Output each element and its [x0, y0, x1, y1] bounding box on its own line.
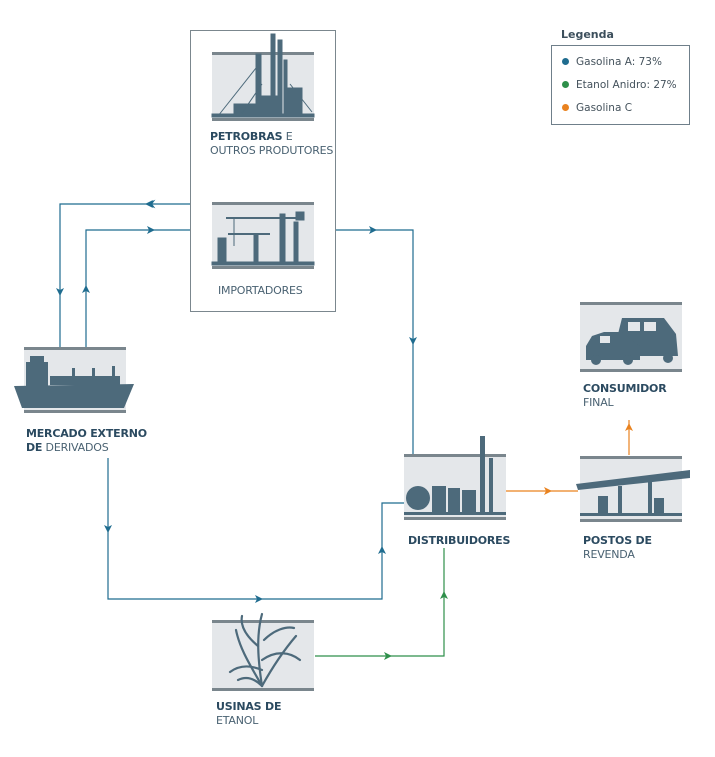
- postos-label-line2: REVENDA: [583, 548, 635, 561]
- producers-group-frame: [190, 30, 336, 312]
- legend-title: Legenda: [561, 28, 614, 41]
- usinas-label-line1: USINAS DE: [216, 700, 282, 713]
- arrow-head: [440, 591, 448, 599]
- legend-item-label: Etanol Anidro: 27%: [576, 79, 677, 91]
- consumidor-label: CONSUMIDOR FINAL: [583, 382, 667, 410]
- flow-producers-to-distributors: [336, 229, 414, 455]
- flow-external-market-to-importers: [85, 229, 190, 348]
- usinas-label-line2: ETANOL: [216, 714, 259, 727]
- distribuidores-label-line1: DISTRIBUIDORES: [408, 534, 511, 547]
- postos-label-line1: POSTOS DE: [583, 534, 652, 547]
- petrobras-label-line2: OUTROS PRODUTORES: [210, 144, 334, 157]
- legend-dot-icon: [562, 81, 569, 88]
- consumidor-label-line2: FINAL: [583, 396, 614, 409]
- mercado-externo-label-de: DE: [26, 441, 43, 454]
- legend-item-gasolina-a: Gasolina A: 73%: [562, 56, 662, 68]
- gas-station-icon: [576, 456, 690, 522]
- distribuidores-label: DISTRIBUIDORES: [408, 534, 510, 548]
- tanker-ship-icon: [14, 347, 134, 413]
- flow-external-market-to-distributors: [107, 458, 404, 600]
- arrow-head: [378, 546, 386, 554]
- fuel-depot-icon: [404, 436, 506, 520]
- mercado-externo-label: MERCADO EXTERNO DE DERIVADOS: [26, 427, 147, 455]
- petrobras-label-bold: PETROBRAS: [210, 130, 283, 143]
- flow-producers-to-external-market: [59, 203, 190, 348]
- mercado-externo-label-line1: MERCADO EXTERNO: [26, 427, 147, 440]
- postos-label: POSTOS DE REVENDA: [583, 534, 652, 562]
- legend-item-label: Gasolina C: [576, 102, 633, 114]
- consumidor-label-line1: CONSUMIDOR: [583, 382, 667, 395]
- arrow-head: [544, 487, 552, 495]
- flow-ethanol-plants-to-distributors: [315, 548, 445, 657]
- usinas-label: USINAS DE ETANOL: [216, 700, 281, 728]
- legend-dot-icon: [562, 58, 569, 65]
- arrow-head: [145, 200, 153, 208]
- legend-item-etanol-anidro: Etanol Anidro: 27%: [562, 79, 677, 91]
- importadores-label: IMPORTADORES: [218, 284, 303, 298]
- legend-dot-icon: [562, 104, 569, 111]
- arrow-head: [82, 285, 90, 293]
- legend-item-label: Gasolina A: 73%: [576, 56, 662, 68]
- petrobras-label-rest: E: [282, 130, 293, 143]
- petrobras-label: PETROBRAS E OUTROS PRODUTORES: [210, 130, 333, 158]
- van-car-icon: [580, 302, 682, 372]
- port-cranes-icon: [211, 202, 315, 269]
- legend-item-gasolina-c: Gasolina C: [562, 102, 632, 114]
- arrow-head: [409, 337, 417, 345]
- arrow-head: [384, 652, 392, 660]
- importadores-label-line1: IMPORTADORES: [218, 284, 303, 297]
- mercado-externo-label-rest: DERIVADOS: [42, 441, 109, 454]
- sugarcane-icon: [212, 612, 314, 691]
- arrow-head: [104, 525, 112, 533]
- arrow-head: [369, 226, 377, 234]
- arrow-head: [56, 288, 64, 296]
- refinery-icon: [211, 33, 315, 121]
- legend-box: Gasolina A: 73% Etanol Anidro: 27% Gasol…: [551, 45, 690, 125]
- arrow-head: [147, 226, 155, 234]
- arrow-head: [255, 595, 263, 603]
- arrow-head: [625, 423, 633, 431]
